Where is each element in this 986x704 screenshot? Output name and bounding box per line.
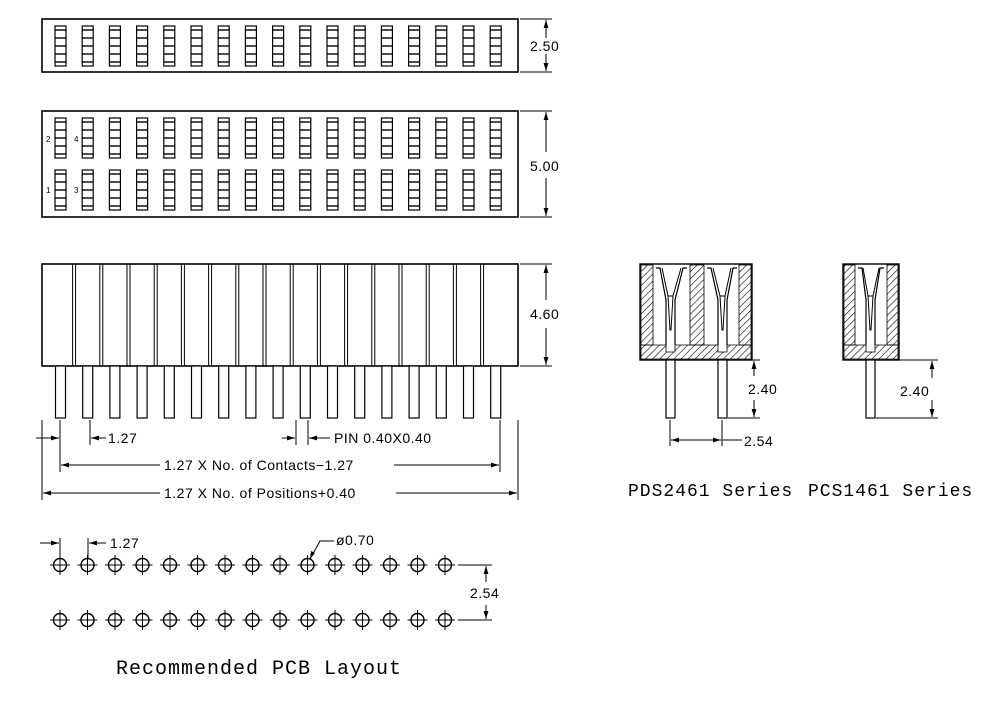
- pin-tail: [136, 365, 148, 419]
- pin-tail: [54, 365, 67, 419]
- pin-tail: [163, 365, 175, 419]
- pin-tail: [218, 365, 230, 419]
- pcs1461-section: 2.40 PCS1461 Series: [808, 263, 973, 502]
- dim-row-spacing: 2.54: [470, 585, 499, 601]
- front-view: 4.60 1.27 PIN 0.40X0.40 1.27 X No. of Co…: [36, 263, 559, 501]
- dim-pitch: 1.27: [108, 430, 137, 446]
- pin-tail: [326, 365, 339, 419]
- pin-tail: [462, 365, 475, 419]
- pds-series-title: PDS2461 Series: [628, 482, 793, 502]
- pcs-series-title: PCS1461 Series: [808, 482, 973, 502]
- top-view-dual-row: 2 4 1 3 5.00: [41, 110, 559, 218]
- pin-tail: [408, 365, 420, 419]
- dim-dual-height: 5.00: [530, 158, 559, 174]
- pin-tail: [490, 365, 502, 419]
- dim-pcb-pitch: 1.27: [110, 535, 139, 551]
- pcb-layout: 1.27 ø0.70 2.54 Recommended PCB Layout: [40, 532, 499, 681]
- pin-tail: [245, 365, 257, 419]
- dim-pds-pitch: 2.54: [744, 433, 773, 449]
- pin-label-2: 2: [46, 135, 51, 144]
- pin-label-4: 4: [74, 135, 79, 144]
- top-view-single-row: 2.50: [41, 18, 559, 73]
- pin-tail: [109, 365, 121, 419]
- pin-tail: [272, 365, 284, 419]
- dim-pcs-tail: 2.40: [900, 383, 929, 399]
- dim-pds-tail: 2.40: [748, 381, 777, 397]
- pds2461-section: 2.40 2.54 PDS2461 Series: [628, 263, 793, 502]
- dim-pin-size: PIN 0.40X0.40: [334, 430, 432, 446]
- dim-hole-diameter: ø0.70: [336, 532, 374, 548]
- pin-tail: [435, 365, 447, 419]
- pin-tail: [381, 365, 393, 419]
- pin-tail: [190, 365, 203, 419]
- dim-top-height: 2.50: [530, 38, 559, 54]
- pcb-layout-title: Recommended PCB Layout: [116, 658, 402, 681]
- pin-label-1: 1: [46, 186, 51, 195]
- pin-tail: [299, 365, 311, 419]
- pin-tail: [354, 365, 366, 419]
- dim-positions-formula: 1.27 X No. of Positions+0.40: [164, 485, 356, 501]
- pin-label-3: 3: [74, 186, 79, 195]
- dim-contacts-formula: 1.27 X No. of Contacts−1.27: [164, 457, 354, 473]
- dim-body-height: 4.60: [530, 306, 559, 322]
- pin-tail: [82, 365, 94, 419]
